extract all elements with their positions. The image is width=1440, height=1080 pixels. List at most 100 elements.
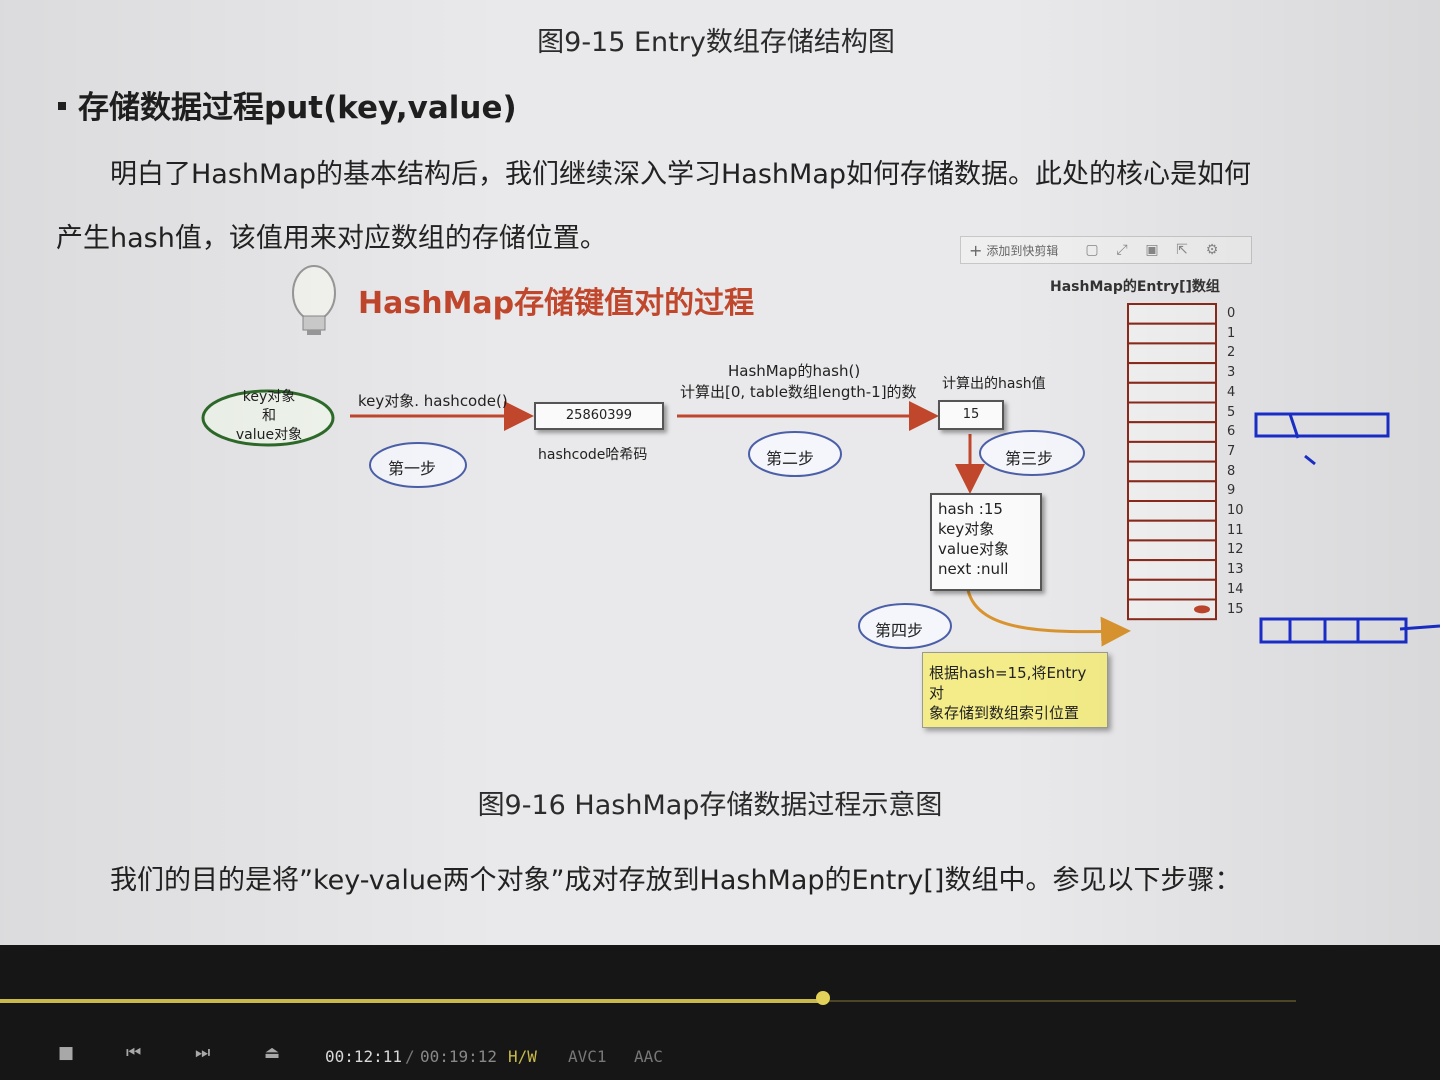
key-value-ellipse <box>201 389 335 447</box>
array-slot <box>1127 381 1217 404</box>
key-value-label: key对象 和 value对象 <box>235 388 303 445</box>
audio-codec: AAC <box>634 1047 663 1066</box>
document-page: 图9-15 Entry数组存储结构图 存储数据过程put(key,value) … <box>0 0 1440 945</box>
hash-value-box: 15 <box>938 400 1004 430</box>
section-heading: 存储数据过程put(key,value) <box>58 82 517 127</box>
array-index: 14 <box>1227 581 1244 597</box>
array-slot <box>1127 303 1217 325</box>
array-index: 15 <box>1227 601 1244 617</box>
paragraph1-line2: 产生hash值，该值用来对应数组的存储位置。 <box>56 223 607 254</box>
add-to-clip-label: 添加到快剪辑 <box>986 243 1059 258</box>
array-slot <box>1127 421 1217 443</box>
total-time: 00:19:12 <box>420 1047 498 1066</box>
array-slot <box>1127 460 1217 483</box>
cloud-step3 <box>979 430 1085 476</box>
bullet-icon <box>58 101 66 110</box>
hashmap-diagram: +添加到快剪辑 ▢ ⤢ ▣ ⇱ ⚙ <box>190 228 1440 748</box>
expand-icon[interactable]: ⤢ <box>1116 242 1128 258</box>
figure-caption-mid: 图9-16 HashMap存储数据过程示意图 <box>477 790 943 821</box>
seek-knob[interactable] <box>815 991 830 1005</box>
save-icon[interactable]: ▣ <box>1145 242 1159 258</box>
array-index: 5 <box>1227 404 1236 420</box>
hashcode-box: 25860399 <box>534 402 664 430</box>
array-slot <box>1127 598 1217 621</box>
note-line1: 根据hash=15,将Entry对 <box>929 664 1087 702</box>
note-line2: 象存储到数组索引位置 <box>929 704 1080 722</box>
current-time: 00:12:11 <box>325 1047 403 1066</box>
next-icon[interactable]: ⏭ <box>195 1043 211 1063</box>
array-index: 6 <box>1227 424 1236 440</box>
hash-func-label: HashMap的hash() <box>728 362 861 380</box>
copy-icon[interactable]: ▢ <box>1085 242 1099 258</box>
step2-label: 第二步 <box>766 449 815 468</box>
entry-hash: hash :15 <box>938 500 1003 518</box>
arrow1-label: key对象. hashcode() <box>358 392 508 410</box>
cloud-step1 <box>369 442 467 488</box>
entry-array <box>1127 303 1217 621</box>
diagram-graphics <box>201 265 1440 649</box>
entry-next: next :null <box>938 560 1009 578</box>
array-slot <box>1127 342 1217 365</box>
array-index: 2 <box>1227 345 1236 361</box>
lightbulb-icon <box>292 265 336 335</box>
paragraph1-line1: 明白了HashMap的基本结构后，我们继续深入学习HashMap如何存储数据。此… <box>110 159 1252 190</box>
figure-caption-top: 图9-15 Entry数组存储结构图 <box>537 27 895 58</box>
slot15-marker <box>1194 605 1210 614</box>
hw-toggle[interactable]: H/W <box>508 1047 537 1066</box>
diagram-title: HashMap存储键值对的过程 <box>358 286 755 321</box>
array-slot <box>1127 362 1217 384</box>
add-to-clip-button[interactable]: +添加到快剪辑 <box>969 241 1077 260</box>
array-index: 3 <box>1227 365 1236 381</box>
video-codec: AVC1 <box>568 1047 607 1066</box>
array-index: 8 <box>1227 463 1236 479</box>
plus-icon: + <box>969 240 983 260</box>
array-slot <box>1127 559 1217 581</box>
step3-label: 第三步 <box>1005 449 1054 468</box>
and-text: 和 <box>262 408 276 424</box>
array-index: 11 <box>1227 522 1244 538</box>
step4-label: 第四步 <box>875 621 924 640</box>
array-index: 13 <box>1227 562 1244 578</box>
array-index: 10 <box>1227 503 1244 518</box>
entry-object-box: hash :15 key对象 value对象 next :null <box>930 493 1042 591</box>
array-index: 12 <box>1227 542 1244 558</box>
array-slot <box>1127 539 1217 562</box>
array-slot <box>1127 578 1217 601</box>
seek-progress[interactable] <box>0 999 823 1003</box>
sticky-note: 根据hash=15,将Entry对 象存储到数组索引位置 <box>922 652 1108 728</box>
time-separator: / <box>405 1047 415 1066</box>
entry-value: value对象 <box>938 540 1009 558</box>
array-slot <box>1127 480 1217 503</box>
key-object-text: key对象 <box>242 389 296 405</box>
array-index: 4 <box>1227 384 1236 400</box>
cloud-step4 <box>858 603 952 649</box>
cloud-step2 <box>748 431 842 477</box>
computed-hash-label: 计算出的hash值 <box>942 376 1046 392</box>
share-icon[interactable]: ⇱ <box>1176 242 1188 258</box>
array-slot <box>1127 401 1217 424</box>
array-slot <box>1127 519 1217 542</box>
hash-func-desc: 计算出[0, table数组length-1]的数 <box>680 383 917 401</box>
settings-icon[interactable]: ⚙ <box>1205 242 1219 258</box>
eject-icon[interactable]: ⏏ <box>264 1043 281 1063</box>
array-slot <box>1127 500 1217 522</box>
array-index: 0 <box>1227 306 1236 321</box>
array-index: 7 <box>1227 443 1236 459</box>
hashcode-label: hashcode哈希码 <box>538 447 648 463</box>
blue-pen-annotation <box>1254 412 1440 644</box>
array-slot <box>1127 322 1217 345</box>
value-object-text: value对象 <box>235 427 303 443</box>
stop-icon[interactable]: ■ <box>58 1043 75 1063</box>
array-slot <box>1127 440 1217 463</box>
section-heading-text: 存储数据过程put(key,value) <box>78 90 517 126</box>
previous-icon[interactable]: ⏮ <box>126 1043 142 1063</box>
arrow-step4 <box>966 589 1131 647</box>
step1-label: 第一步 <box>388 459 437 478</box>
array-title: HashMap的Entry[]数组 <box>1050 279 1220 295</box>
array-index: 9 <box>1227 483 1236 499</box>
array-index: 1 <box>1227 325 1236 341</box>
media-player-bar: ■ ⏮ ⏭ ⏏ 00:12:11 / 00:19:12 H/W AVC1 AAC <box>0 945 1440 1080</box>
entry-key: key对象 <box>938 520 995 538</box>
paragraph2: 我们的目的是将”key-value两个对象”成对存放到HashMap的Entry… <box>110 865 1242 896</box>
clip-toolbar[interactable]: +添加到快剪辑 ▢ ⤢ ▣ ⇱ ⚙ <box>960 236 1252 264</box>
